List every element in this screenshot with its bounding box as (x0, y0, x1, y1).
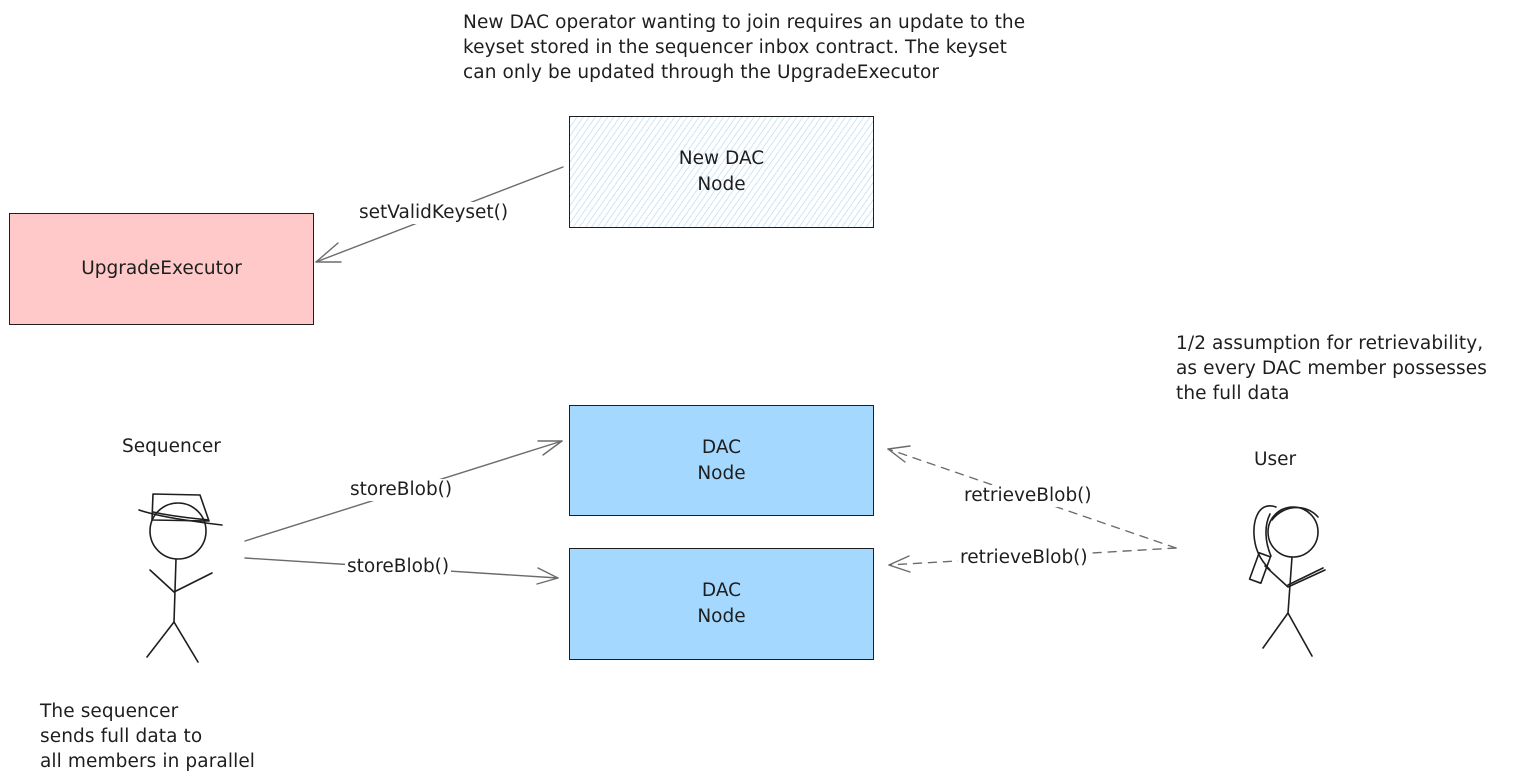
note-retrievability: 1/2 assumption for retrievability, as ev… (1176, 331, 1487, 406)
note-line: all members in parallel (40, 751, 256, 772)
sequencer-label: Sequencer (122, 436, 221, 457)
new-dac-node-label: New DAC Node (678, 148, 765, 195)
note-keyset-update: New DAC operator wanting to join require… (463, 10, 1025, 85)
note-line: The sequencer (40, 701, 179, 722)
retrieve-blob-arrow-2 (888, 547, 1177, 566)
note-line: 1/2 assumption for retrievability, (1176, 333, 1484, 354)
dac-node-label: DAC Node (697, 580, 746, 627)
retrieve-blob-label-2: retrieveBlob() (958, 547, 1090, 569)
note-sequencer-parallel: The sequencer sends full data to all mem… (40, 699, 255, 774)
user-figure-icon (1248, 505, 1326, 657)
retrieve-blob-label-1: retrieveBlob() (962, 485, 1094, 507)
store-blob-label-2: storeBlob() (345, 556, 452, 578)
store-blob-arrowhead-2 (536, 567, 559, 585)
sequencer-figure-icon (138, 493, 223, 663)
set-valid-keyset-arrowhead (315, 242, 342, 263)
note-line: as every DAC member possesses (1176, 358, 1488, 379)
note-line: sends full data to (40, 726, 203, 747)
retrieve-blob-arrowhead-1 (887, 445, 911, 463)
new-dac-node-box[interactable]: New DAC Node (569, 116, 874, 228)
store-blob-label-1: storeBlob() (348, 479, 455, 501)
dac-node-box-top[interactable]: DAC Node (569, 405, 874, 516)
note-line: the full data (1176, 383, 1290, 404)
store-blob-arrowhead-1 (537, 440, 563, 456)
note-line: keyset stored in the sequencer inbox con… (463, 37, 1008, 58)
retrieve-blob-arrowhead-2 (888, 555, 911, 573)
note-line: New DAC operator wanting to join require… (463, 12, 1026, 33)
note-line: can only be updated through the UpgradeE… (463, 62, 940, 83)
dac-node-box-bottom[interactable]: DAC Node (569, 548, 874, 660)
user-label: User (1254, 449, 1297, 470)
dac-node-label: DAC Node (697, 436, 746, 484)
upgrade-executor-box[interactable]: UpgradeExecutor (9, 213, 314, 325)
set-valid-keyset-label: setValidKeyset() (357, 202, 511, 224)
upgrade-executor-label: UpgradeExecutor (81, 258, 242, 279)
